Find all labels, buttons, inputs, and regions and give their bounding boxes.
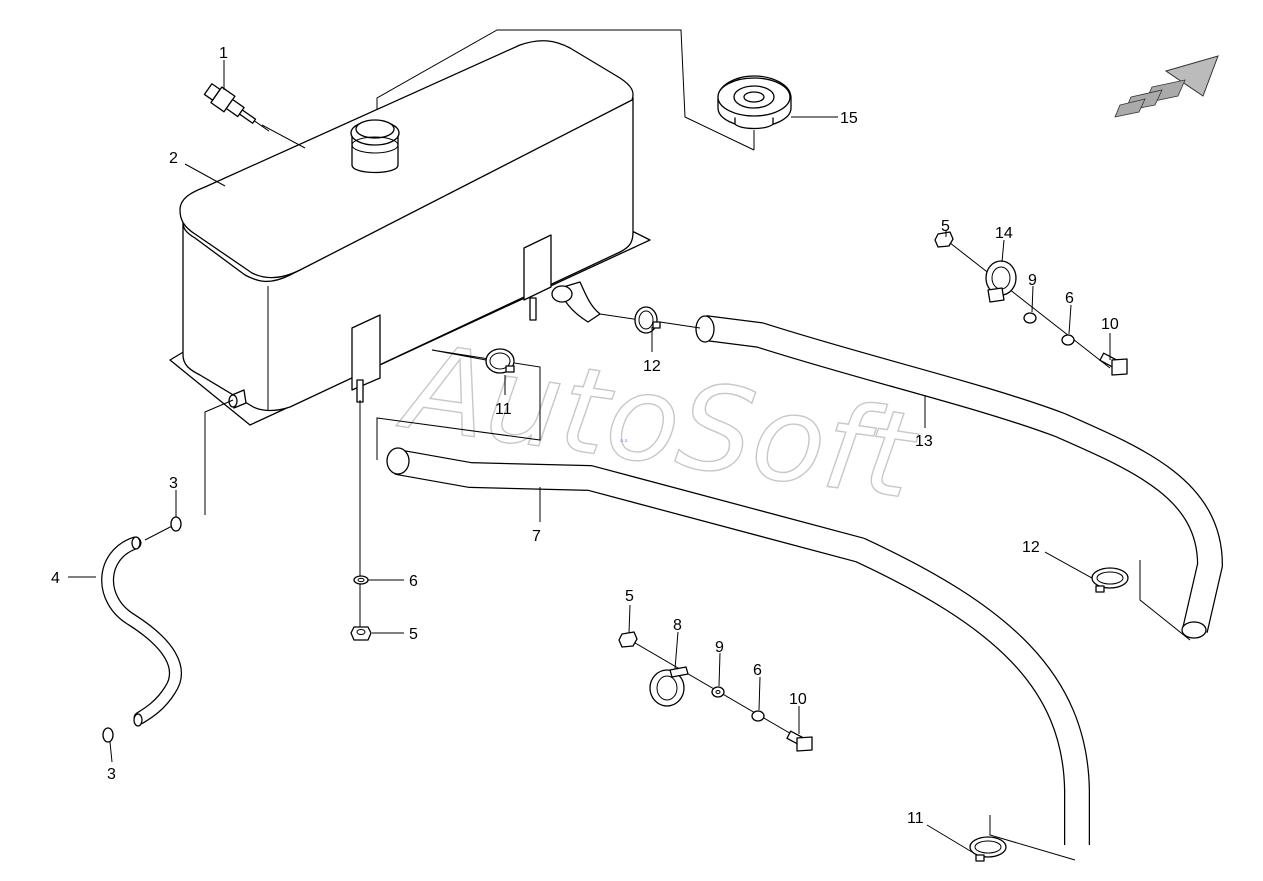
callout-6-stud: 6 [409, 573, 418, 590]
callout-7: 7 [532, 528, 541, 545]
radiator-cap [717, 75, 792, 130]
callout-6-upper: 6 [1065, 290, 1074, 307]
cap-reference-line [376, 29, 755, 151]
hose-7 [386, 447, 1090, 845]
callout-8: 8 [673, 617, 682, 634]
callout-12-lower: 12 [1022, 539, 1040, 556]
clamp-bracket-14 [985, 260, 1017, 303]
callout-1: 1 [219, 45, 228, 62]
expansion-tank [169, 40, 651, 426]
callout-5-stud: 5 [409, 626, 418, 643]
callout-labels: 1 2 3 3 4 5 5 5 6 6 6 7 8 9 9 10 10 11 1… [51, 45, 1119, 827]
callout-11-upper: 11 [495, 401, 512, 418]
lock-washer-6-lower [751, 710, 765, 722]
direction-arrow-icon [1114, 55, 1219, 118]
hose-4 [101, 536, 182, 727]
hose-clamp-12-upper [634, 306, 661, 334]
clamp-bracket-8 [649, 666, 689, 707]
callout-5-lower: 5 [625, 588, 634, 605]
hose-clamp-11-upper [485, 348, 515, 374]
nut-5-upper [934, 231, 954, 248]
callout-13: 13 [915, 433, 933, 450]
hose-13 [695, 315, 1223, 639]
callout-5-upper: 5 [941, 218, 950, 235]
callout-10-lower: 10 [789, 691, 807, 708]
nut-5 [350, 626, 372, 641]
callout-3-upper: 3 [169, 475, 178, 492]
callout-9-lower: 9 [715, 639, 724, 656]
temperature-sensor [203, 83, 270, 132]
callout-6-lower: 6 [753, 662, 762, 679]
washer-9-lower [711, 686, 725, 698]
callout-3-lower: 3 [107, 766, 116, 783]
callout-10-upper: 10 [1101, 316, 1119, 333]
bolt-10-upper [1099, 352, 1128, 376]
callout-9-upper: 9 [1028, 272, 1037, 289]
lock-washer-6-upper [1061, 334, 1075, 346]
callout-4: 4 [51, 570, 60, 587]
washer-9-upper [1023, 312, 1037, 324]
nut-5-lower [618, 631, 638, 648]
bolt-10-lower [786, 730, 813, 752]
callout-2: 2 [169, 150, 178, 167]
hose-clamp-11-lower [969, 836, 1007, 862]
washer-6 [353, 575, 369, 585]
callout-14: 14 [995, 225, 1013, 242]
leader-lines [68, 60, 1111, 853]
hose-clamp-12-lower [1091, 567, 1129, 593]
callout-12-upper: 12 [643, 358, 661, 375]
callout-15: 15 [840, 110, 858, 127]
watermark-mark: a.s. [620, 438, 629, 444]
callout-11-lower: 11 [907, 810, 924, 827]
